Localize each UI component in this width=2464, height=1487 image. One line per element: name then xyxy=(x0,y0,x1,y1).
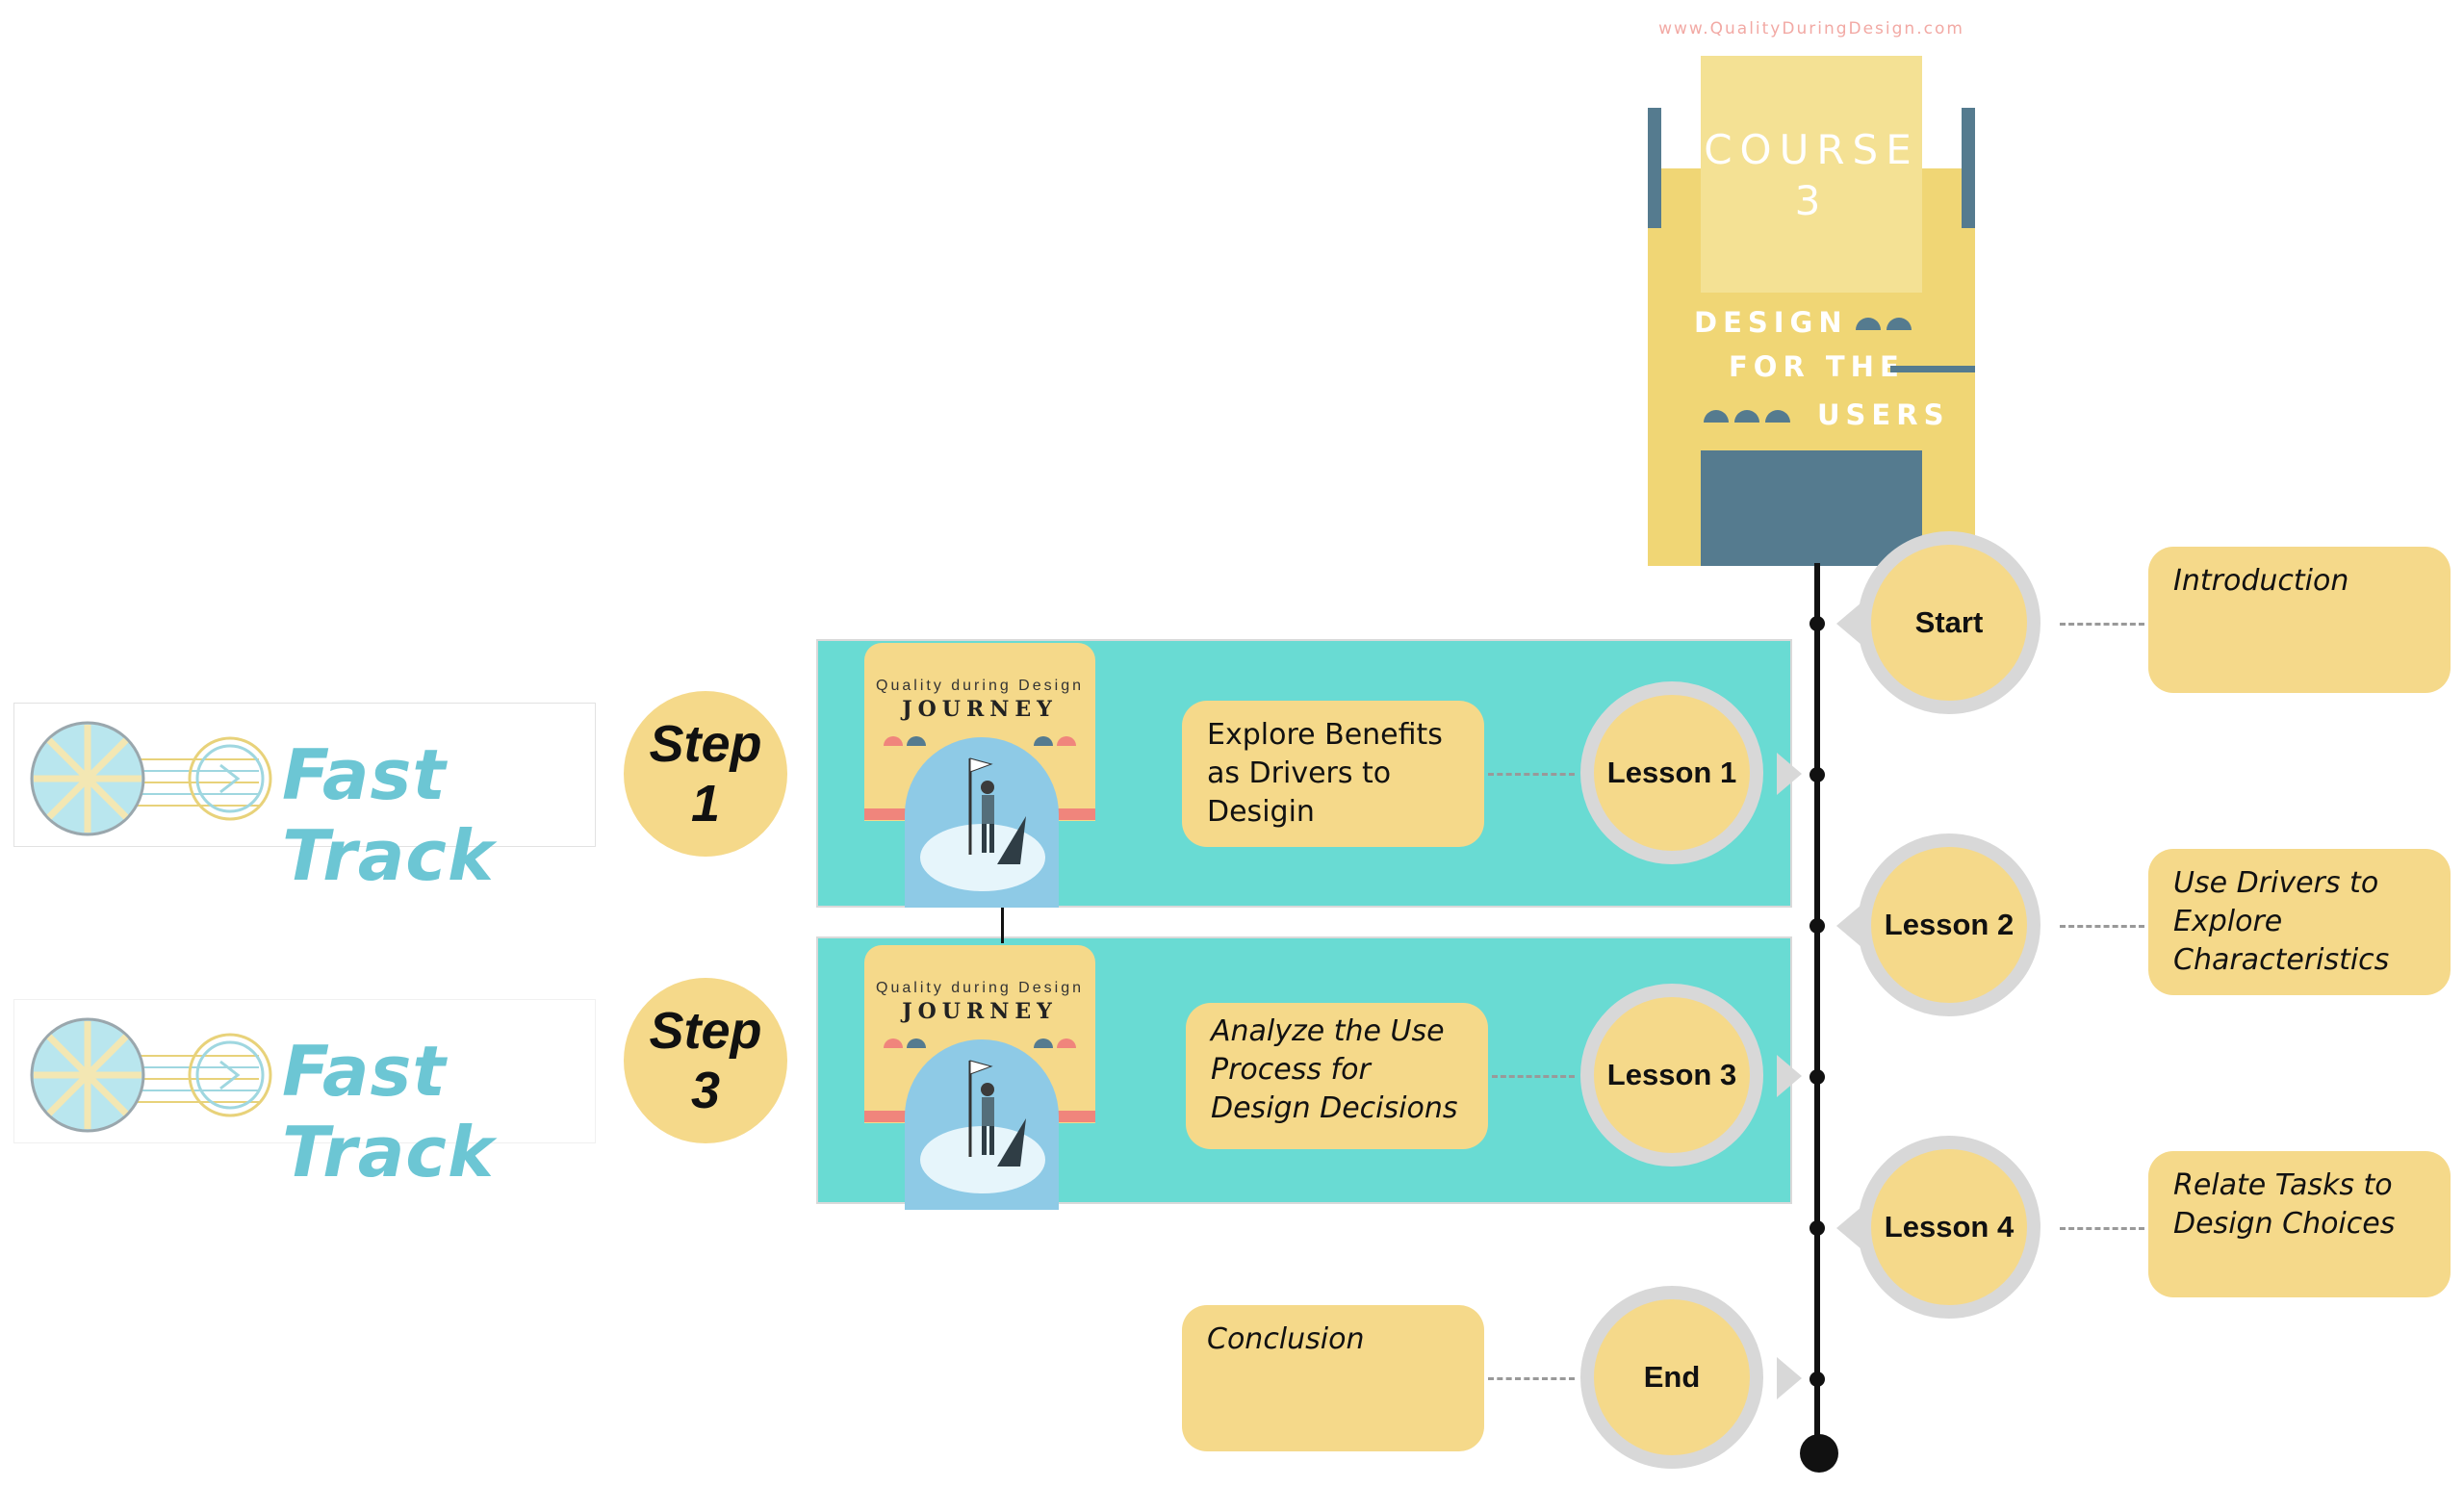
step-3-circle: Step 3 xyxy=(624,978,787,1143)
cover-bottom-block xyxy=(1701,450,1922,566)
connector-dash xyxy=(2060,623,2144,626)
cover-dome-icon xyxy=(1704,410,1729,423)
cover-subtitle-line1: DESIGN xyxy=(1694,306,1848,339)
connector-dash xyxy=(1488,773,1575,776)
connector-dash xyxy=(2060,1227,2144,1230)
timeline-dot xyxy=(1810,918,1825,934)
lesson-1-pointer xyxy=(1777,753,1802,795)
node-lesson-4[interactable]: Lesson 4 xyxy=(1858,1136,2040,1319)
cover-subtitle-line3: USERS xyxy=(1817,398,1950,431)
cover-url: www.QualityDuringDesign.com xyxy=(1658,19,1964,38)
timeline-dot xyxy=(1810,1069,1825,1085)
course-cover: www.QualityDuringDesign.com COURSE 3 DES… xyxy=(1648,0,1975,566)
step-1-word: Step xyxy=(649,715,762,773)
journey-line1: Quality during Design xyxy=(876,980,1084,996)
cover-accent-bar xyxy=(1890,366,1975,372)
timeline-dot xyxy=(1810,1220,1825,1236)
step-1-number: 1 xyxy=(690,775,721,833)
lesson-3-pointer xyxy=(1777,1055,1802,1097)
lesson-4-pointer xyxy=(1836,1207,1861,1249)
timeline-dot xyxy=(1810,1372,1825,1387)
connector-dash xyxy=(1488,1377,1575,1380)
cover-dome-icon xyxy=(1765,410,1790,423)
node-lesson-1-label: Lesson 1 xyxy=(1606,756,1737,789)
box-introduction: Introduction xyxy=(2148,547,2451,693)
node-end-label: End xyxy=(1643,1360,1701,1394)
journey-line1: Quality during Design xyxy=(876,678,1084,694)
connector-dash xyxy=(2060,925,2144,928)
cover-course-label: COURSE xyxy=(1704,126,1919,173)
node-start[interactable]: Start xyxy=(1858,531,2040,714)
cover-dome-icon xyxy=(1734,410,1759,423)
box-conclusion: Conclusion xyxy=(1182,1305,1484,1451)
fast-track-logo[interactable]: Fast Track xyxy=(13,703,596,896)
journey-thumbnail: Quality during Design JOURNEY xyxy=(864,945,1095,1210)
node-lesson-2[interactable]: Lesson 2 xyxy=(1858,833,2040,1016)
cover-subtitle-line2: FOR THE xyxy=(1729,350,1905,383)
node-lesson-4-label: Lesson 4 xyxy=(1884,1210,2015,1243)
cover-course-title: COURSE 3 xyxy=(1701,125,1922,226)
fast-track-label: Fast Track xyxy=(282,734,495,896)
climber-icon xyxy=(968,1060,1026,1167)
node-lesson-3[interactable]: Lesson 3 xyxy=(1580,984,1763,1167)
journey-thumbnail: Quality during Design JOURNEY xyxy=(864,643,1095,908)
journey-line2: JOURNEY xyxy=(902,999,1058,1024)
box-lesson-2: Use Drivers to Explore Characteristics xyxy=(2148,849,2451,995)
node-lesson-3-label: Lesson 3 xyxy=(1606,1058,1737,1091)
climber-icon xyxy=(968,757,1026,864)
timeline-dot xyxy=(1810,616,1825,631)
step-1-circle: Step 1 xyxy=(624,691,787,857)
fast-track-wheel-icon xyxy=(30,721,272,836)
box-lesson-1: Explore Benefits as Drivers to Desigin xyxy=(1182,701,1484,847)
timeline-line xyxy=(1814,563,1820,1463)
step-3-word: Step xyxy=(649,1002,762,1060)
box-lesson-3: Analyze the Use Process for Design Decis… xyxy=(1186,1003,1488,1149)
node-lesson-1[interactable]: Lesson 1 xyxy=(1580,681,1763,864)
strip-connector xyxy=(1001,905,1004,943)
node-lesson-2-label: Lesson 2 xyxy=(1884,908,2015,941)
cover-title-panel xyxy=(1701,56,1922,293)
node-end[interactable]: End xyxy=(1580,1286,1763,1469)
step-3-number: 3 xyxy=(690,1062,721,1119)
timeline-dot xyxy=(1810,767,1825,782)
node-start-label: Start xyxy=(1914,605,1984,639)
start-pointer xyxy=(1836,602,1861,645)
fast-track-label: Fast Track xyxy=(282,1031,495,1192)
fast-track-wheel-icon xyxy=(30,1017,272,1133)
cover-dome-icon xyxy=(1856,318,1881,330)
journey-line2: JOURNEY xyxy=(902,697,1058,722)
cover-left-stripe xyxy=(1648,108,1661,228)
cover-dome-icon xyxy=(1886,318,1912,330)
lesson-2-pointer xyxy=(1836,905,1861,947)
connector-dash xyxy=(1492,1075,1575,1078)
timeline-end-dot xyxy=(1800,1434,1838,1473)
cover-right-stripe xyxy=(1962,108,1975,228)
cover-course-number: 3 xyxy=(1794,176,1829,224)
end-pointer xyxy=(1777,1357,1802,1399)
box-lesson-4: Relate Tasks to Design Choices xyxy=(2148,1151,2451,1297)
fast-track-logo[interactable]: Fast Track xyxy=(13,999,596,1192)
